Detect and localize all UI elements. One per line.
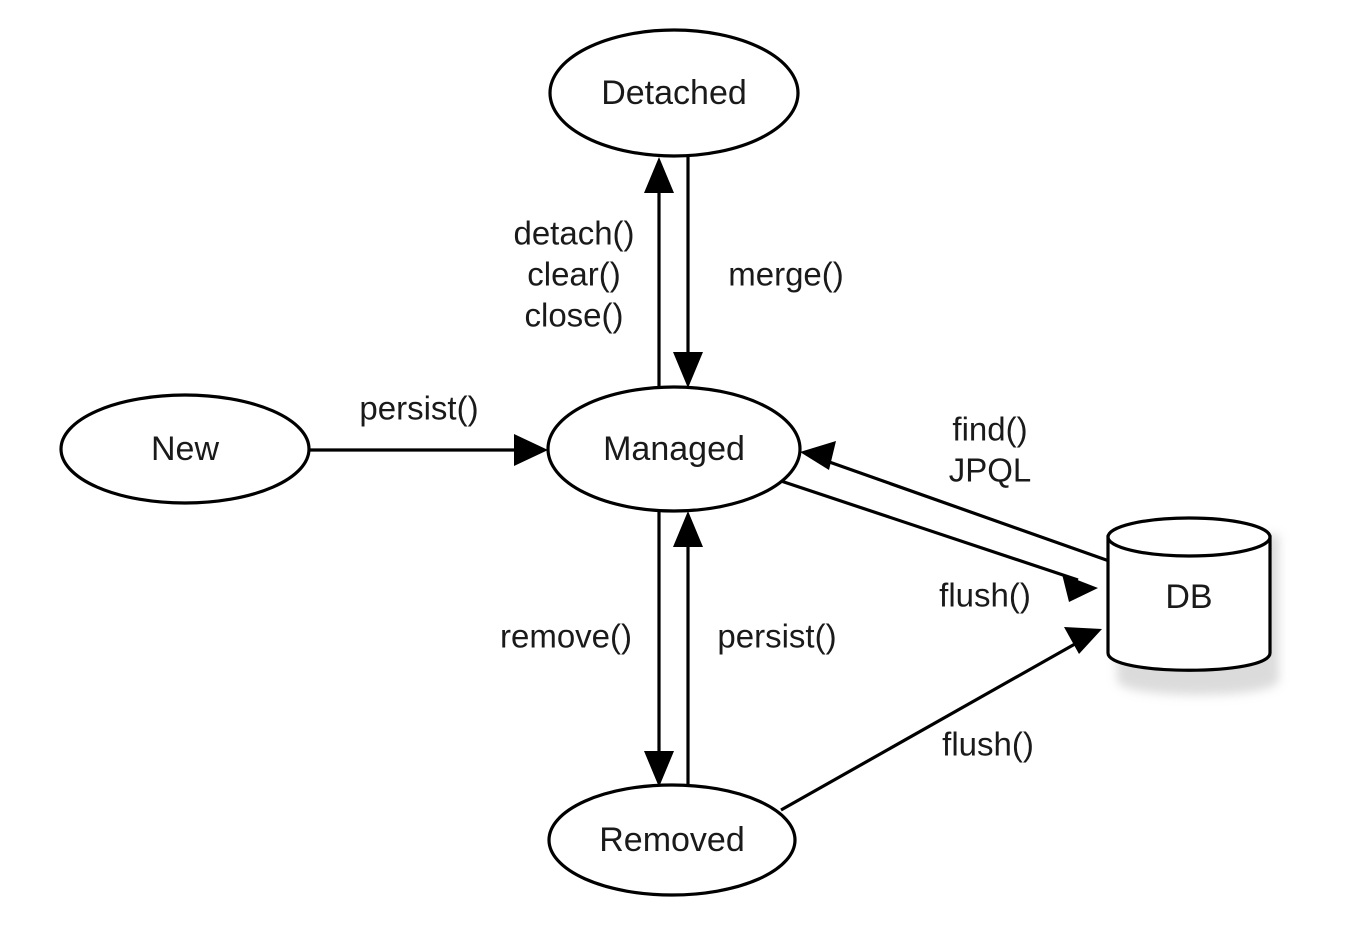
arrowhead-new-to-managed [514, 434, 548, 466]
node-label-detached: Detached [601, 74, 747, 112]
edge-removed-to-managed: persist() [673, 511, 837, 788]
arrowhead-managed-to-db [1062, 574, 1098, 602]
edge-label-persist-new: persist() [359, 390, 478, 427]
edge-managed-to-detached: detach() clear() close() [513, 157, 674, 390]
edge-label-detach: detach() [513, 215, 634, 252]
node-label-removed: Removed [599, 821, 745, 859]
node-shape-managed[interactable] [546, 385, 802, 513]
edge-managed-to-db: flush() [780, 479, 1098, 614]
edge-label-jpql: JPQL [949, 452, 1032, 489]
node-detached[interactable]: Detached [548, 28, 800, 158]
edge-label-merge: merge() [728, 256, 844, 293]
edge-line-db-to-managed [817, 456, 1113, 564]
edge-db-to-managed: find() JPQL [800, 411, 1113, 564]
edge-label-flush-managed: flush() [939, 577, 1031, 614]
edge-new-to-managed: persist() [309, 390, 548, 466]
node-shape-db-body[interactable] [1106, 535, 1272, 672]
edge-label-persist-removed: persist() [717, 618, 836, 655]
node-removed[interactable]: Removed [547, 783, 797, 897]
node-db[interactable]: DB [1106, 516, 1279, 695]
node-label-new: New [151, 430, 219, 468]
edge-managed-to-removed: remove() [500, 508, 674, 787]
arrowhead-removed-to-managed [673, 511, 703, 547]
arrowhead-detached-to-managed [673, 352, 703, 388]
edge-removed-to-db: flush() [780, 627, 1102, 812]
edge-label-find: find() [952, 411, 1027, 448]
edge-line-removed-to-db [780, 638, 1083, 812]
arrowhead-managed-to-detached [644, 157, 674, 193]
node-new[interactable]: New [59, 393, 311, 505]
node-managed[interactable]: Managed [546, 385, 802, 513]
edge-label-close: close() [524, 297, 623, 334]
node-shape-new[interactable] [59, 393, 311, 505]
node-shape-db-top[interactable] [1106, 516, 1272, 558]
edge-label-remove: remove() [500, 618, 632, 655]
node-shape-removed[interactable] [547, 783, 797, 897]
arrowhead-db-to-managed [800, 441, 836, 470]
edge-label-clear: clear() [527, 256, 621, 293]
node-label-managed: Managed [603, 430, 745, 468]
edge-label-flush-removed: flush() [942, 726, 1034, 763]
node-label-db: DB [1165, 578, 1212, 616]
edge-line-managed-to-db [780, 479, 1079, 582]
arrowhead-removed-to-db [1064, 627, 1102, 654]
edge-detached-to-managed: merge() [673, 150, 844, 388]
node-shape-detached[interactable] [548, 28, 800, 158]
arrowhead-managed-to-removed [644, 751, 674, 787]
